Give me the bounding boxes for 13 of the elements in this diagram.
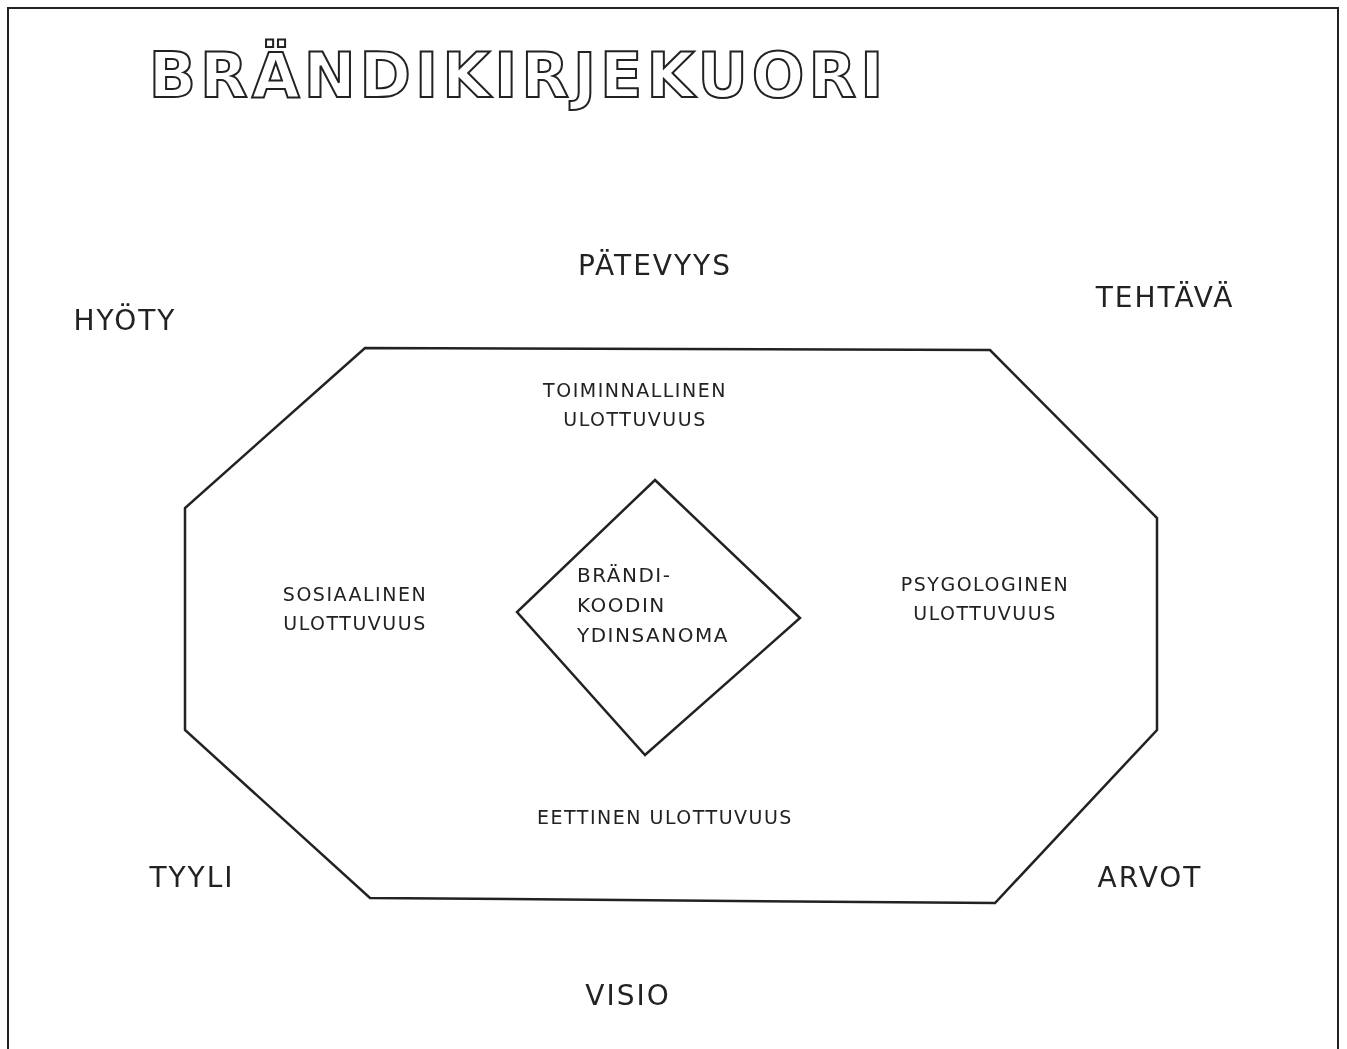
dimension-label: PÄTEVYYS [578,248,732,282]
node-label: SOSIAALINEN ULOTTUVUUS [281,582,429,636]
title: BRÄNDIKIRJEKUORI [148,38,888,112]
node-label: TOIMINNALLINEN ULOTTUVUUS [542,378,728,432]
node-label: PSYGOLOGINEN ULOTTUVUUS [899,572,1071,626]
node-label: BRÄNDI- KOODIN YDINSANOMA [577,562,730,649]
core-diamond [515,478,802,757]
dimension-label: HYÖTY [73,303,177,337]
dimension-label: ARVOT [1097,860,1203,894]
dimension-label: TYYLI [149,860,235,894]
dimension-label: TEHTÄVÄ [1095,280,1235,314]
dimension-label: VISIO [585,978,671,1012]
node-label: EETTINEN ULOTTUVUUS [536,805,794,830]
